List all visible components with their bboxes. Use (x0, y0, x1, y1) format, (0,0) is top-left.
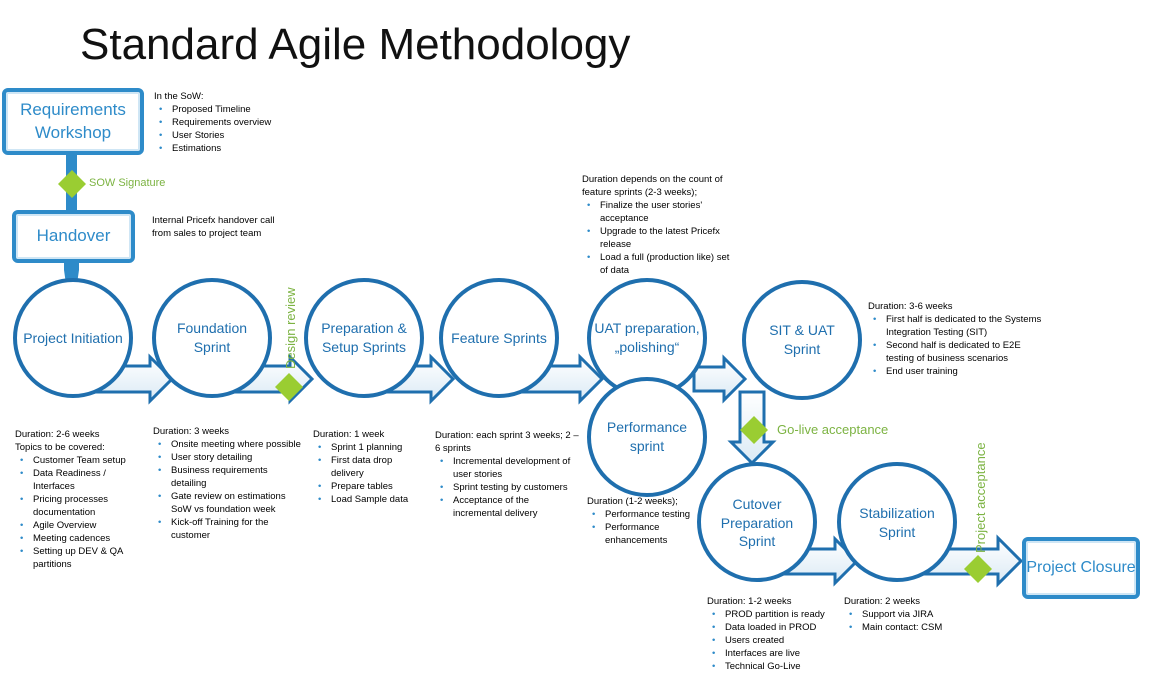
sow-note-item: Estimations (154, 142, 304, 155)
uat-notes: Duration depends on the count of feature… (582, 173, 732, 277)
foundation-note-item: Kick-off Training for the customer (153, 516, 303, 542)
circle-foundation (152, 278, 272, 398)
feature-notes: Duration: each sprint 3 weeks; 2 – 6 spr… (435, 429, 580, 520)
handover-notes: Internal Pricefx handover call from sale… (152, 215, 275, 239)
requirements-workshop-box: Requirements Workshop (2, 88, 144, 155)
milestone-design-diamond (275, 373, 303, 401)
cutover-note-item: Data loaded in PROD (707, 621, 837, 634)
foundation-duration: Duration: 3 weeks (153, 426, 230, 437)
initiation-note-item: Pricing processes documentation (15, 493, 130, 519)
initiation-note-item: Data Readiness / Interfaces (15, 467, 130, 493)
sow-note-item: User Stories (154, 129, 304, 142)
label-uat-preparation: UAT preparation, „polishing“ (594, 320, 700, 355)
feature-note-item: Acceptance of the incremental delivery (435, 494, 580, 520)
initiation-duration: Duration: 2-6 weeks (15, 429, 100, 440)
circle-initiation (13, 278, 133, 398)
golive-acceptance-label: Go-live acceptance (777, 422, 889, 437)
foundation-notes: Duration: 3 weeks Onsite meeting where p… (153, 425, 303, 542)
stabilization-note-item: Support via JIRA (844, 608, 964, 621)
uat-note-item: Finalize the user stories' acceptance (582, 199, 732, 225)
foundation-note-item: Business requirements detailing (153, 464, 303, 490)
sow-note-item: Requirements overview (154, 116, 304, 129)
design-review-label: Design review (283, 287, 298, 369)
preparation-note-item: Prepare tables (313, 480, 418, 493)
sow-notes: In the SoW: Proposed Timeline Requiremen… (154, 90, 304, 155)
preparation-note-item: Load Sample data (313, 493, 418, 506)
performance-note-item: Performance enhancements (587, 521, 707, 547)
stabilization-notes: Duration: 2 weeks Support via JIRA Main … (844, 595, 964, 634)
preparation-note-item: Sprint 1 planning (313, 441, 418, 454)
milestone-sow-diamond (58, 170, 86, 198)
label-foundation-sprint: Foundation Sprint (176, 320, 248, 355)
circle-stabilization (837, 462, 957, 582)
sit-note-item: Second half is dedicated to E2E testing … (868, 339, 1046, 365)
stabilization-duration: Duration: 2 weeks (844, 596, 921, 607)
uat-duration: Duration depends on the count of feature… (582, 174, 723, 198)
sit-note-item: End user training (868, 365, 1046, 378)
uat-note-item: Upgrade to the latest Pricefx release (582, 225, 732, 251)
sow-notes-header: In the SoW: (154, 91, 204, 102)
uat-note-item: Load a full (production like) set of dat… (582, 251, 732, 277)
sit-duration: Duration: 3-6 weeks (868, 301, 953, 312)
circle-preparation (304, 278, 424, 398)
preparation-notes: Duration: 1 week Sprint 1 planning First… (313, 428, 418, 506)
feature-duration: Duration: each sprint 3 weeks; 2 – 6 spr… (435, 430, 579, 454)
cutover-note-item: Users created (707, 634, 837, 647)
sit-notes: Duration: 3-6 weeks First half is dedica… (868, 300, 1046, 378)
project-acceptance-label: Project acceptance (973, 442, 988, 553)
initiation-notes: Duration: 2-6 weeks Topics to be covered… (15, 428, 130, 571)
cutover-note-item: Interfaces are live (707, 647, 837, 660)
circle-sit (742, 280, 862, 400)
circle-feature (439, 278, 559, 398)
initiation-note-item: Customer Team setup (15, 454, 130, 467)
preparation-note-item: First data drop delivery (313, 454, 418, 480)
cutover-note-item: Technical Go-Live (707, 660, 837, 673)
label-sit-uat-sprint: SIT & UAT Sprint (769, 322, 835, 357)
milestone-golive-diamond (740, 416, 768, 444)
performance-duration: Duration (1-2 weeks); (587, 496, 678, 507)
foundation-note-item: User story detailing (153, 451, 303, 464)
circle-performance (587, 377, 707, 497)
cutover-notes: Duration: 1-2 weeks PROD partition is re… (707, 595, 837, 673)
sow-signature-label: SOW Signature (89, 177, 166, 189)
stabilization-note-item: Main contact: CSM (844, 621, 964, 634)
page-title: Standard Agile Methodology (80, 20, 631, 69)
performance-notes: Duration (1-2 weeks); Performance testin… (587, 495, 707, 547)
label-preparation-sprints: Preparation & Setup Sprints (321, 320, 407, 355)
initiation-note-item: Setting up DEV & QA partitions (15, 545, 130, 571)
feature-note-item: Sprint testing by customers (435, 481, 580, 494)
label-cutover-sprint: Cutover Preparation Sprint (720, 495, 794, 550)
feature-note-item: Incremental development of user stories (435, 455, 580, 481)
preparation-duration: Duration: 1 week (313, 429, 385, 440)
project-closure-box: Project Closure (1022, 537, 1140, 599)
foundation-note-item: Onsite meeting where possible (153, 438, 303, 451)
milestone-project-diamond (964, 555, 992, 583)
cutover-note-item: PROD partition is ready (707, 608, 837, 621)
handover-box: Handover (12, 210, 135, 263)
label-feature-sprints: Feature Sprints (451, 329, 547, 346)
arrow-uat-sit (692, 354, 748, 404)
initiation-note-item: Agile Overview (15, 519, 130, 532)
performance-note-item: Performance testing (587, 508, 707, 521)
label-performance-sprint: Performance sprint (606, 419, 688, 454)
initiation-note-item: Meeting cadences (15, 532, 130, 545)
initiation-topics: Topics to be covered: (15, 442, 105, 453)
foundation-note-item: Gate review on estimations SoW vs founda… (153, 490, 303, 516)
cutover-duration: Duration: 1-2 weeks (707, 596, 792, 607)
sit-note-item: First half is dedicated to the Systems I… (868, 313, 1046, 339)
label-project-initiation: Project Initiation (23, 329, 123, 346)
label-stabilization-sprint: Stabilization Sprint (859, 505, 935, 540)
sow-note-item: Proposed Timeline (154, 103, 304, 116)
